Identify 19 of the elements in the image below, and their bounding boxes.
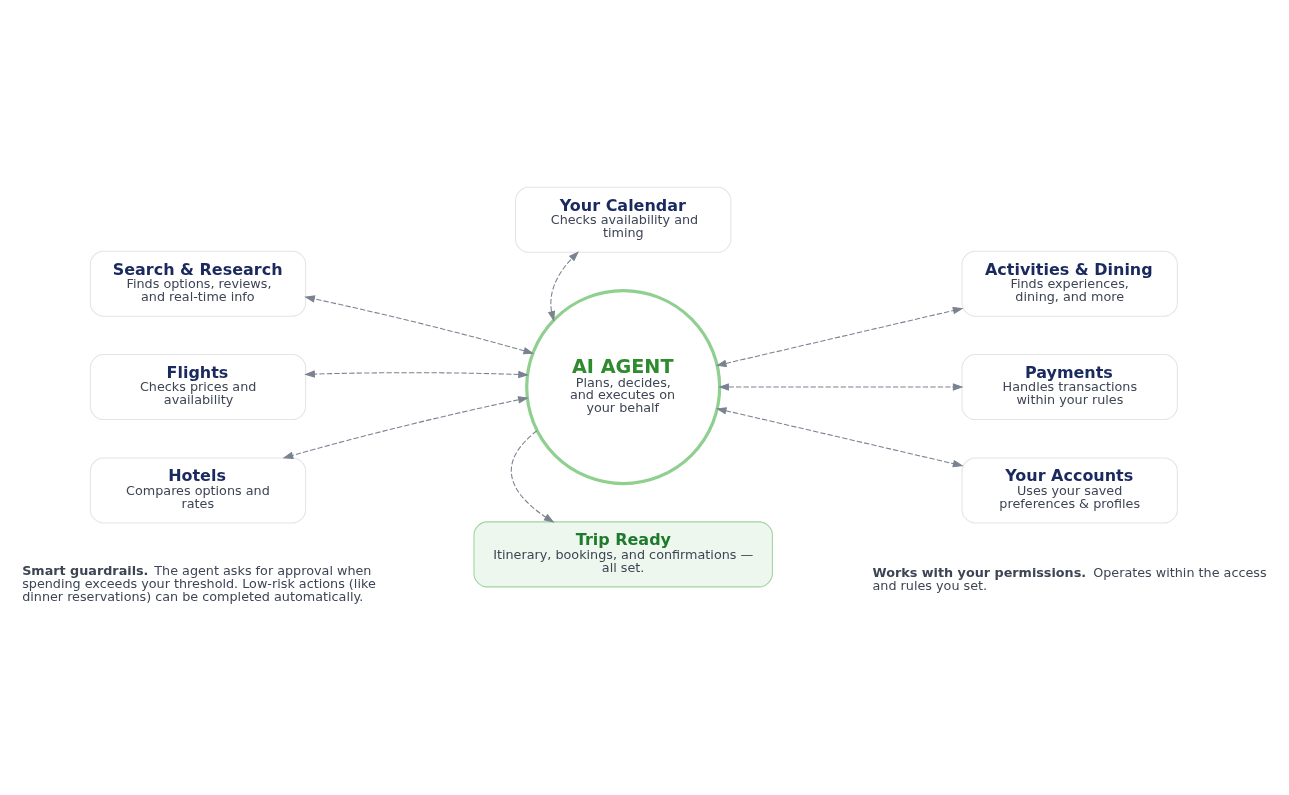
node-box: Activities & Dining Finds experiences, dining, and more xyxy=(961,250,1178,317)
arrow xyxy=(718,382,964,391)
arrow xyxy=(304,294,535,354)
node-box: Your Accounts Uses your saved preferences & profiles xyxy=(961,456,1178,523)
arrow xyxy=(304,369,529,378)
node-box: Search & Research Finds options, reviews, and real-time info xyxy=(89,250,307,317)
node-box: Your Calendar Checks availability and timing xyxy=(515,186,732,253)
node-box: Hotels Compares options and rates xyxy=(89,456,307,523)
arrow xyxy=(715,406,964,467)
arrow xyxy=(282,395,529,459)
label: Works with your permissions. Operates within the access and rules you set. xyxy=(872,564,1267,593)
node-circle: AI AGENT Plans, decides, and executes on your behalf xyxy=(525,288,722,485)
arrow xyxy=(715,306,964,367)
label: Smart guardrails. The agent asks for approval when spending exceeds your threshold. Low-risk actions (like dinner reservations) can be completed automatically. xyxy=(22,562,376,604)
node-box: Trip Ready Itinerary, bookings, and confirmations — all set. xyxy=(473,520,773,587)
arrow xyxy=(547,250,579,322)
arrow xyxy=(510,429,555,523)
node-box: Flights Checks prices and availability xyxy=(89,353,307,420)
node-box: Payments Handles transactions within your rules xyxy=(961,353,1178,420)
